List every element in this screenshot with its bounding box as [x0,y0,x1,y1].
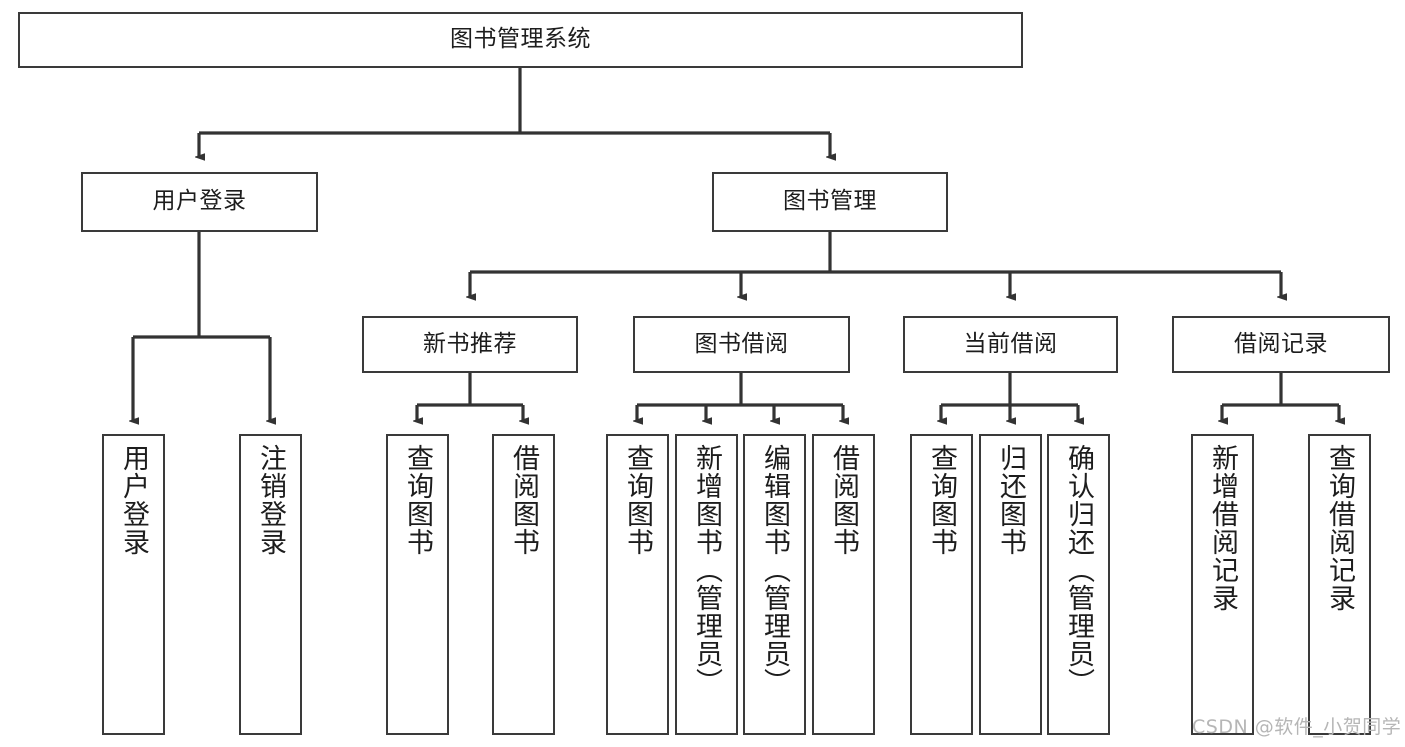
node-borrow-record[interactable]: 借阅记录 [1172,316,1390,373]
node-label: 图书管理 [783,188,877,215]
node-label: 查询图书 [622,444,653,556]
csdn-watermark: CSDN @软件_小贺同学 [1192,716,1402,738]
leaf-query-book-1[interactable]: 查询图书 [386,434,449,735]
node-label: 图书管理系统 [450,26,591,53]
leaf-query-book-2[interactable]: 查询图书 [606,434,669,735]
node-book-management[interactable]: 图书管理 [712,172,948,232]
node-label: 查询图书 [402,444,433,556]
node-current-borrow[interactable]: 当前借阅 [903,316,1118,373]
node-label: 借阅图书 [828,444,859,556]
node-label: 借阅记录 [1234,330,1328,357]
node-label: 用户登录 [152,188,247,215]
node-label: 新增图书（管理员） [691,444,722,696]
node-user-login[interactable]: 用户登录 [81,172,318,232]
node-book-borrow[interactable]: 图书借阅 [633,316,850,373]
leaf-query-book-3[interactable]: 查询图书 [910,434,973,735]
leaf-add-book-admin[interactable]: 新增图书（管理员） [675,434,738,735]
node-label: 编辑图书（管理员） [759,444,790,696]
node-root-book-management-system[interactable]: 图书管理系统 [18,12,1023,68]
leaf-edit-book-admin[interactable]: 编辑图书（管理员） [743,434,806,735]
leaf-logout[interactable]: 注销登录 [239,434,302,735]
node-label: 查询图书 [926,444,957,556]
node-label: 归还图书 [995,444,1026,556]
node-label: 新增借阅记录 [1207,444,1238,612]
node-label: 注销登录 [255,444,286,556]
leaf-return-book[interactable]: 归还图书 [979,434,1042,735]
node-label: 当前借阅 [963,330,1058,357]
node-label: 借阅图书 [508,444,539,556]
leaf-add-borrow-record[interactable]: 新增借阅记录 [1191,434,1254,735]
node-label: 用户登录 [118,444,149,556]
node-new-book-recommendation[interactable]: 新书推荐 [362,316,578,373]
node-label: 新书推荐 [423,330,517,357]
leaf-query-borrow-record[interactable]: 查询借阅记录 [1308,434,1371,735]
leaf-user-login[interactable]: 用户登录 [102,434,165,735]
leaf-confirm-return-admin[interactable]: 确认归还（管理员） [1047,434,1110,735]
node-label: 图书借阅 [694,330,789,357]
leaf-borrow-book-2[interactable]: 借阅图书 [812,434,875,735]
node-label: 确认归还（管理员） [1063,444,1094,696]
node-label: 查询借阅记录 [1324,444,1355,612]
leaf-borrow-book-1[interactable]: 借阅图书 [492,434,555,735]
